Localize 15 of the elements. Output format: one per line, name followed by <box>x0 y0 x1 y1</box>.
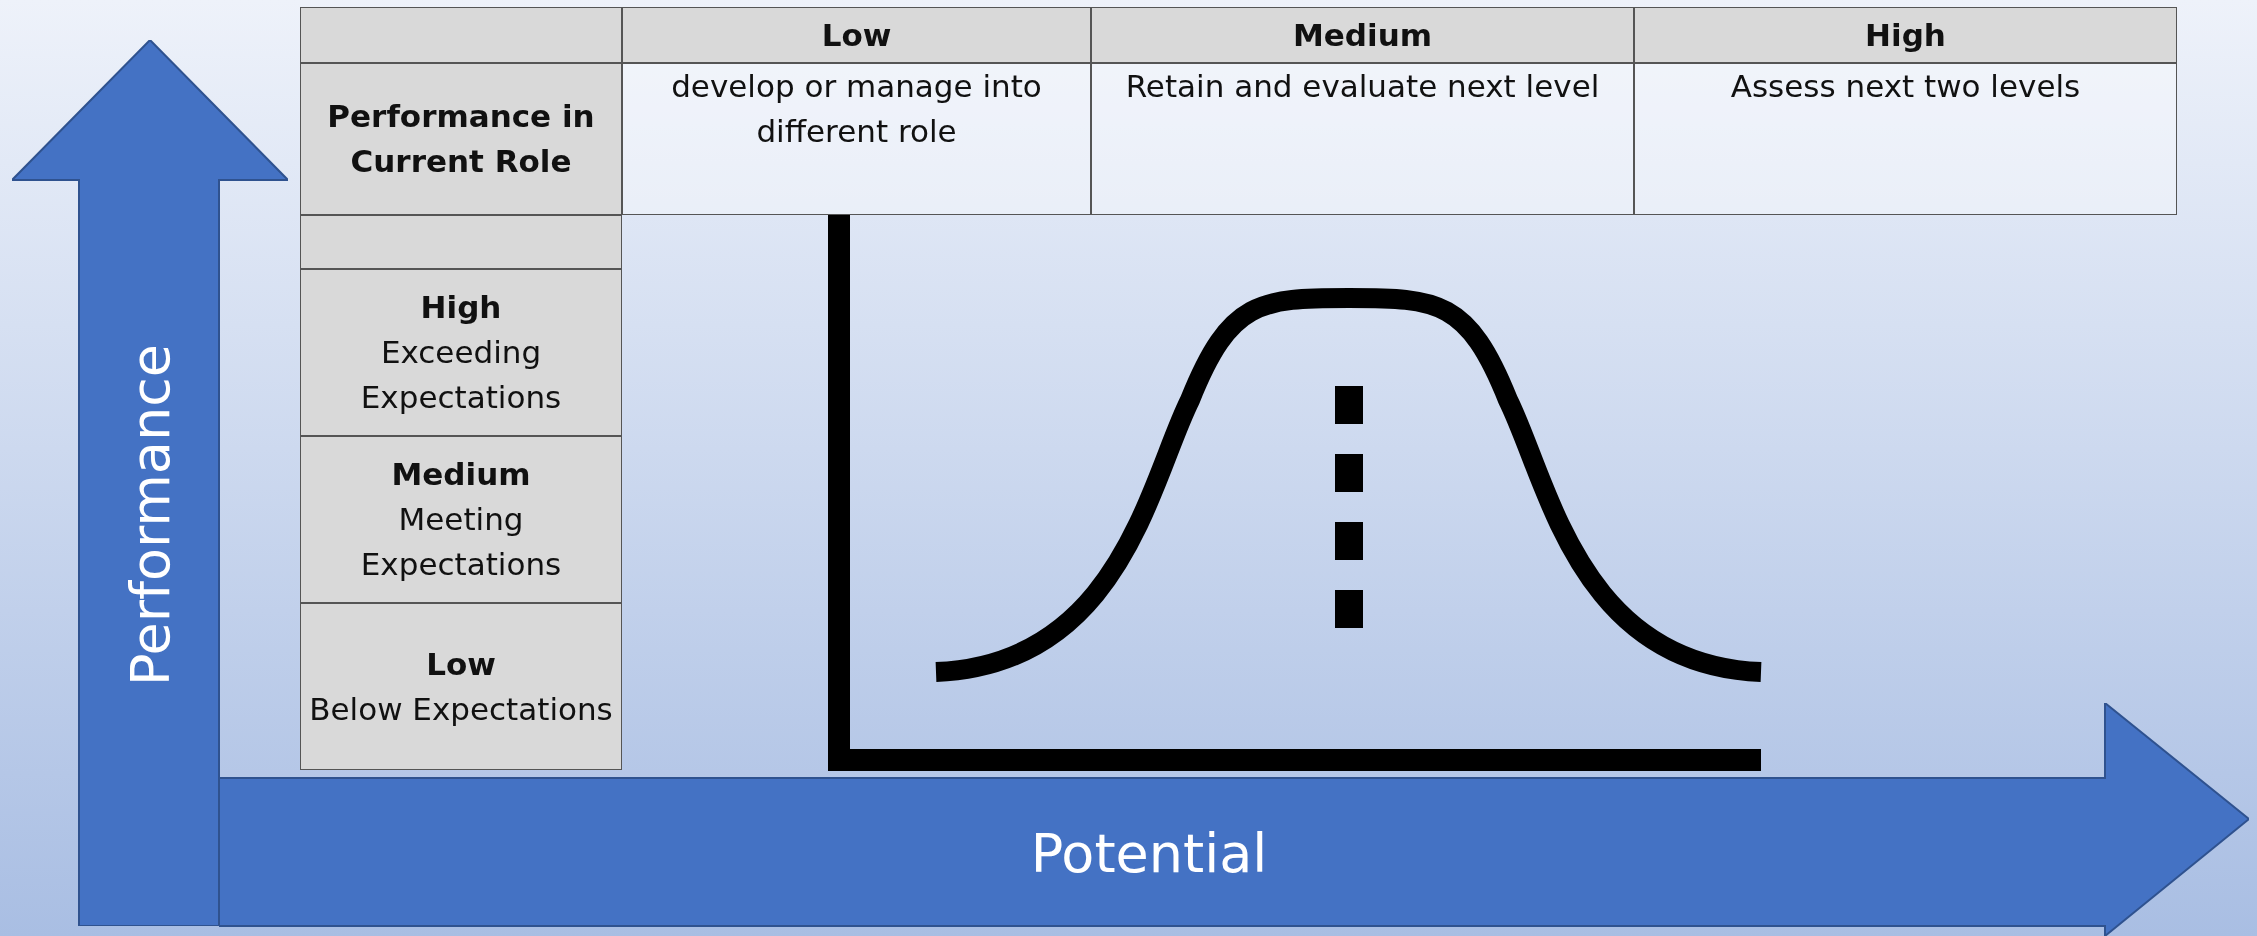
cell-text: Assess next two levels <box>1729 67 2082 106</box>
cell-heading: Medium <box>1291 15 1434 55</box>
axis-label: Potential <box>1030 821 1268 885</box>
cell-heading: Low <box>425 644 497 684</box>
cell-heading: Low <box>820 15 893 55</box>
cell-heading: Medium <box>390 455 532 495</box>
cell-text: Meeting Expectations <box>359 500 563 584</box>
cell-text: Below Expectations <box>308 689 614 729</box>
cell-heading: High <box>419 288 503 328</box>
axis-label: Performance <box>118 343 182 687</box>
cell-text: develop or manage into different role <box>670 67 1043 151</box>
cell-heading: High <box>1864 15 1947 55</box>
cell-heading: Performance in Current Role <box>326 97 596 181</box>
cell-text: Retain and evaluate next level <box>1124 67 1601 106</box>
cell-text: Exceeding Expectations <box>359 333 563 417</box>
